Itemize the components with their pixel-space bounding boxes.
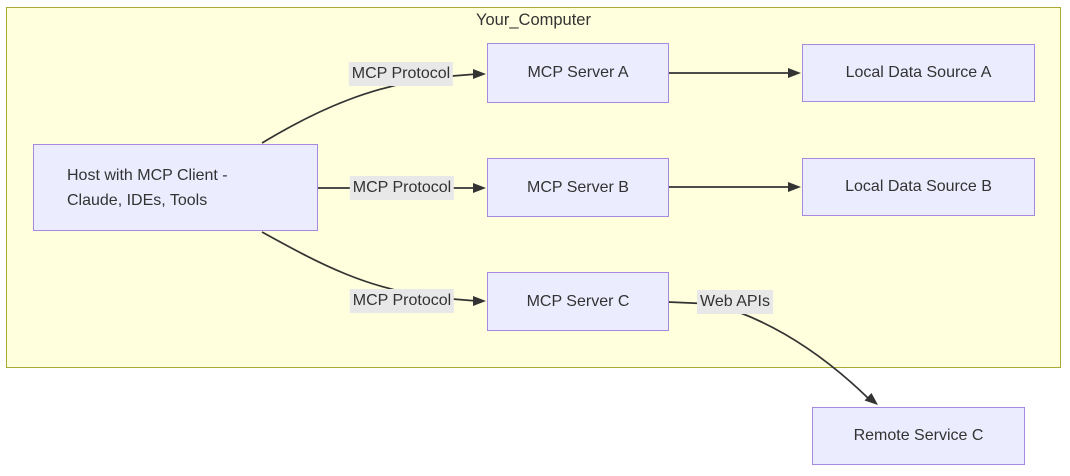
arrowhead-local-a: [788, 68, 801, 78]
arrowhead-server-a: [473, 69, 486, 79]
arrowhead-server-b: [473, 183, 486, 193]
node-remote-service-c: Remote Service C: [812, 407, 1025, 465]
edge-server-c-remote-c: [667, 301, 870, 400]
node-mcp-server-b: MCP Server B: [487, 158, 669, 217]
edge-label-mcp-protocol-a: MCP Protocol: [348, 62, 454, 86]
node-mcp-server-b-label: MCP Server B: [527, 178, 629, 196]
cluster-title: Your_Computer: [476, 11, 591, 29]
node-host: Host with MCP Client - Claude, IDEs, Too…: [33, 144, 318, 231]
node-mcp-server-a: MCP Server A: [487, 43, 669, 103]
node-host-label-line1: Host with MCP Client -: [67, 166, 228, 184]
node-host-label-line2: Claude, IDEs, Tools: [67, 191, 208, 209]
node-local-data-source-b: Local Data Source B: [802, 158, 1035, 216]
arrowhead-server-c: [473, 296, 486, 306]
node-mcp-server-a-label: MCP Server A: [527, 64, 629, 81]
node-local-data-source-a-label: Local Data Source A: [845, 64, 992, 81]
arrowhead-local-b: [788, 182, 801, 192]
edge-label-mcp-protocol-c: MCP Protocol: [349, 289, 455, 313]
arrowhead-remote-c: [864, 393, 878, 405]
node-local-data-source-b-label: Local Data Source B: [845, 178, 992, 195]
edge-label-mcp-protocol-b: MCP Protocol: [349, 176, 455, 200]
node-mcp-server-c-label: MCP Server C: [526, 292, 630, 310]
node-mcp-server-c: MCP Server C: [487, 272, 669, 331]
node-remote-service-c-label: Remote Service C: [853, 427, 984, 444]
node-local-data-source-a: Local Data Source A: [802, 44, 1035, 102]
edge-label-web-apis: Web APIs: [697, 290, 773, 314]
